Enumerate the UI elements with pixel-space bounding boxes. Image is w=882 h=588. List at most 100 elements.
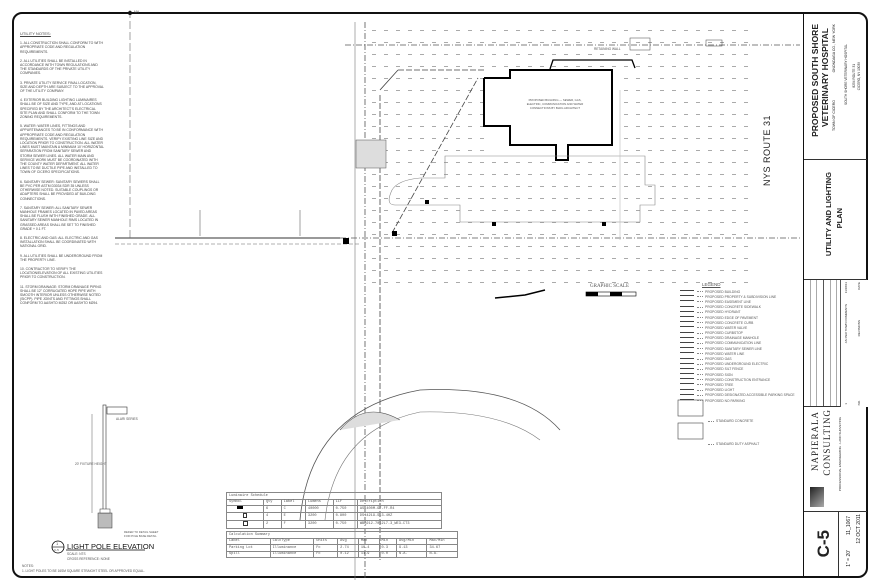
legend-label: PROPOSED HYDRANT (705, 310, 741, 315)
grid-mark (468, 282, 472, 283)
grid-mark (636, 210, 640, 211)
legend-item: PROPOSED WATER VALVE (680, 325, 802, 330)
grid-mark (408, 90, 412, 91)
grid-mark (516, 234, 520, 235)
revisions-entries: 1 AS PER TOWN COMMENTS 11/18/11 NO. REVI… (840, 280, 868, 407)
grid-mark (372, 30, 376, 31)
grid-mark (396, 126, 400, 127)
sheet-title-cell: UTILITY AND LIGHTING PLAN (804, 160, 867, 280)
grid-mark (552, 54, 556, 55)
grid-mark (432, 114, 436, 115)
grid-mark (384, 258, 388, 259)
grid-mark (636, 174, 640, 175)
grid-mark (468, 54, 472, 55)
note-item: 6. SANITARY SEWER: SANITARY SEWERS SHALL… (20, 179, 100, 201)
grid-mark (564, 30, 568, 31)
grid-mark (612, 258, 616, 259)
grid-mark (612, 222, 616, 223)
height-label: 20' FIXTURE HEIGHT (75, 462, 107, 466)
grid-mark (504, 198, 508, 199)
legend-item: PROPOSED SIGN (680, 372, 802, 377)
grid-mark (660, 102, 664, 103)
grid-mark (672, 270, 676, 271)
grid-mark (432, 150, 436, 151)
grid-mark (492, 210, 496, 211)
grid-mark (396, 162, 400, 163)
grid-mark (660, 258, 664, 259)
grid-mark (708, 150, 712, 151)
grid-mark (660, 198, 664, 199)
grid-mark (612, 186, 616, 187)
grid-mark (480, 270, 484, 271)
grid-mark (384, 126, 388, 127)
grid-mark (660, 246, 664, 247)
grid-mark (408, 162, 412, 163)
cell: Fc (313, 544, 339, 552)
grid-mark (456, 66, 460, 67)
grid-mark (732, 246, 736, 247)
grid-mark (720, 162, 724, 163)
grid-mark (528, 246, 532, 247)
grid-mark (504, 234, 508, 235)
grid-mark (408, 186, 412, 187)
grid-mark (408, 246, 412, 247)
note-item: 10. CONTRACTOR TO VERIFY THE LOCATION/EL… (20, 266, 103, 280)
wall-light-icon (243, 512, 247, 518)
grid-mark (672, 222, 676, 223)
grid-mark (444, 174, 448, 175)
grid-mark (456, 90, 460, 91)
owner-address-2: CICERO, NY 13039 (857, 62, 861, 91)
base-label: REFER TO DETAIL SHEET FOR POLE BASE DETA… (124, 530, 159, 538)
road-curb (299, 389, 561, 521)
legend-symbol-icon (680, 378, 694, 381)
grid-mark (648, 126, 652, 127)
grid-mark (672, 126, 676, 127)
grid-mark (516, 282, 520, 283)
grid-mark (540, 282, 544, 283)
grid-mark (480, 114, 484, 115)
grid-mark (492, 258, 496, 259)
grid-mark (420, 30, 424, 31)
grid-mark (528, 66, 532, 67)
cell: 4 (262, 511, 282, 521)
grid-mark (444, 150, 448, 151)
grid-mark (468, 102, 472, 103)
grid-mark (684, 114, 688, 115)
grid-mark (504, 66, 508, 67)
grid-mark (408, 210, 412, 211)
grid-mark (480, 174, 484, 175)
grid-mark (552, 210, 556, 211)
grid-mark (432, 174, 436, 175)
cell: 11.9 (357, 550, 380, 558)
grid-mark (468, 270, 472, 271)
grid-mark (456, 270, 460, 271)
grid-mark (624, 42, 628, 43)
grid-mark (612, 234, 616, 235)
grid-mark (480, 126, 484, 127)
grid-mark (720, 150, 724, 151)
grid-mark (648, 150, 652, 151)
legend-item: PROPOSED SANITARY SEWER LINE (680, 346, 802, 351)
grid-mark (372, 174, 376, 175)
grid-mark (384, 102, 388, 103)
legend-symbol-icon (680, 295, 694, 298)
grid-mark (432, 126, 436, 127)
grid-mark (468, 90, 472, 91)
grid-mark (732, 42, 736, 43)
legend-label: PROPOSED EDGE OF PAVEMENT (705, 315, 759, 320)
consultant-name-2: CONSULTING (822, 409, 832, 476)
grid-mark (588, 246, 592, 247)
grid-mark (564, 210, 568, 211)
grid-mark (600, 66, 604, 67)
grid-mark (672, 90, 676, 91)
detail-scale: SCALE: NTS (67, 552, 86, 556)
grid-mark (396, 138, 400, 139)
grid-mark (588, 210, 592, 211)
grid-mark (432, 78, 436, 79)
grid-mark (588, 54, 592, 55)
grid-mark (444, 78, 448, 79)
legend-label: PROPOSED CONSTRUCTION ENTRANCE (705, 377, 771, 382)
legend-label: PROPOSED CONCRETE SIDEWALK (705, 305, 761, 310)
grid-mark (504, 162, 508, 163)
